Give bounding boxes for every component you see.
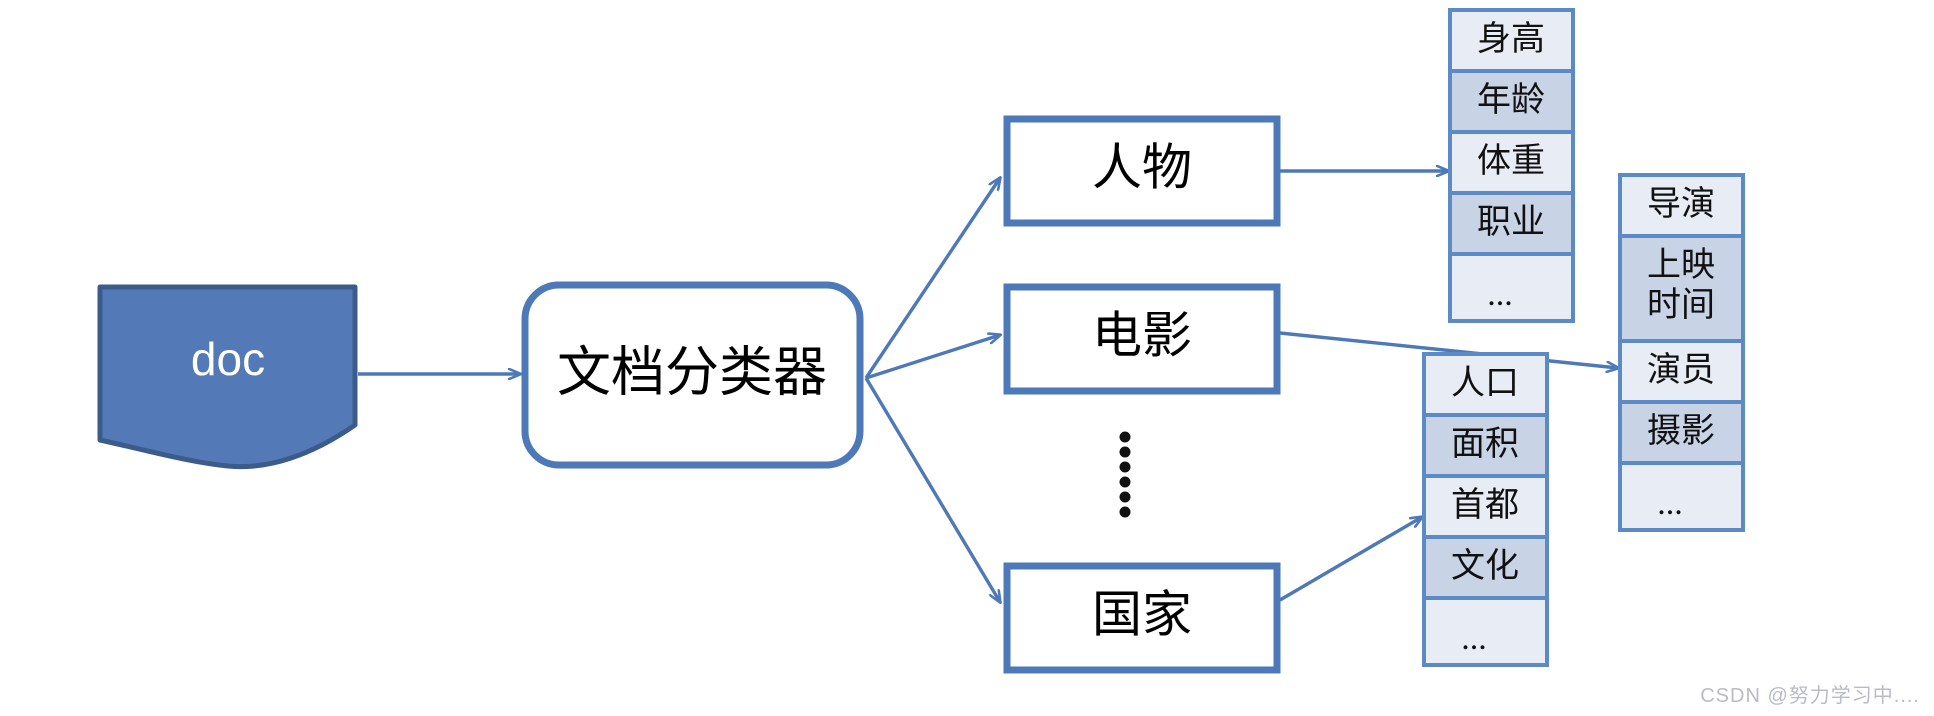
csdn-watermark: CSDN @努力学习中.... bbox=[1700, 685, 1920, 707]
attribute-table-person-attributes[interactable]: 身高 年龄 体重 职业 ... bbox=[1448, 8, 1575, 323]
table-cell-label: 演员 bbox=[1647, 351, 1715, 389]
table-cell-label: 文化 bbox=[1451, 547, 1519, 585]
table-cell-label: 人口 bbox=[1451, 365, 1519, 402]
table-cell[interactable] bbox=[1422, 535, 1549, 600]
category-node-person[interactable]: 人物 bbox=[1003, 115, 1281, 227]
table-cell-label: 身高 bbox=[1477, 20, 1545, 58]
arrow-country-to-attributes bbox=[1279, 517, 1422, 602]
category-label-person: 人物 bbox=[1092, 139, 1192, 195]
table-cell-label-line2: 时间 bbox=[1647, 287, 1715, 324]
arrow-movie-to-attributes bbox=[1279, 331, 1618, 368]
table-cell[interactable] bbox=[1618, 234, 1745, 343]
classifier-label: 文档分类器 bbox=[557, 342, 827, 402]
category-label-country: 国家 bbox=[1092, 586, 1192, 642]
arrow-classifier-to-country bbox=[864, 377, 1000, 602]
table-cell-label: 面积 bbox=[1451, 426, 1519, 463]
arrow-classifier-to-person bbox=[864, 178, 1000, 379]
classifier-node[interactable]: 文档分类器 bbox=[521, 281, 864, 469]
attribute-table-country-attributes[interactable]: 人口 面积 首都 文化 ... bbox=[1422, 352, 1549, 667]
table-cell-label: 年龄 bbox=[1477, 81, 1545, 119]
table-cell-label: 摄影 bbox=[1647, 412, 1715, 450]
table-cell[interactable] bbox=[1448, 252, 1575, 323]
table-cell-label: ... bbox=[1461, 620, 1487, 657]
table-cell-label-line1: 上映 bbox=[1647, 247, 1715, 284]
table-cell[interactable] bbox=[1422, 596, 1549, 667]
category-label-movie: 电影 bbox=[1092, 307, 1192, 363]
table-cell-label: 首都 bbox=[1451, 486, 1519, 524]
category-box-person bbox=[1003, 115, 1281, 227]
table-cell-label: 职业 bbox=[1477, 204, 1545, 241]
category-box-country bbox=[1003, 562, 1281, 674]
table-cell-label: 导演 bbox=[1647, 185, 1715, 223]
attribute-table-movie-attributes[interactable]: 导演 上映 时间 演员 摄影 ... bbox=[1618, 173, 1745, 532]
category-node-movie[interactable]: 电影 bbox=[1003, 283, 1281, 395]
table-cell[interactable] bbox=[1618, 173, 1745, 238]
category-node-country[interactable]: 国家 bbox=[1003, 562, 1281, 674]
vertical-ellipsis-icon bbox=[1119, 431, 1131, 518]
table-cell-label: ... bbox=[1657, 485, 1683, 522]
arrow-classifier-to-movie bbox=[865, 335, 1000, 380]
doc-shape-icon bbox=[97, 284, 358, 470]
table-cell-label: ... bbox=[1487, 276, 1513, 313]
doc-source-node[interactable]: doc bbox=[97, 284, 358, 470]
classifier-box bbox=[521, 281, 864, 469]
table-cell[interactable] bbox=[1422, 352, 1549, 417]
table-cell[interactable] bbox=[1448, 130, 1575, 195]
table-cell[interactable] bbox=[1422, 413, 1549, 478]
category-box-movie bbox=[1003, 283, 1281, 395]
table-cell[interactable] bbox=[1448, 8, 1575, 73]
table-cell-label: 体重 bbox=[1477, 143, 1545, 180]
doc-label: doc bbox=[191, 333, 265, 385]
table-cell[interactable] bbox=[1618, 461, 1745, 532]
